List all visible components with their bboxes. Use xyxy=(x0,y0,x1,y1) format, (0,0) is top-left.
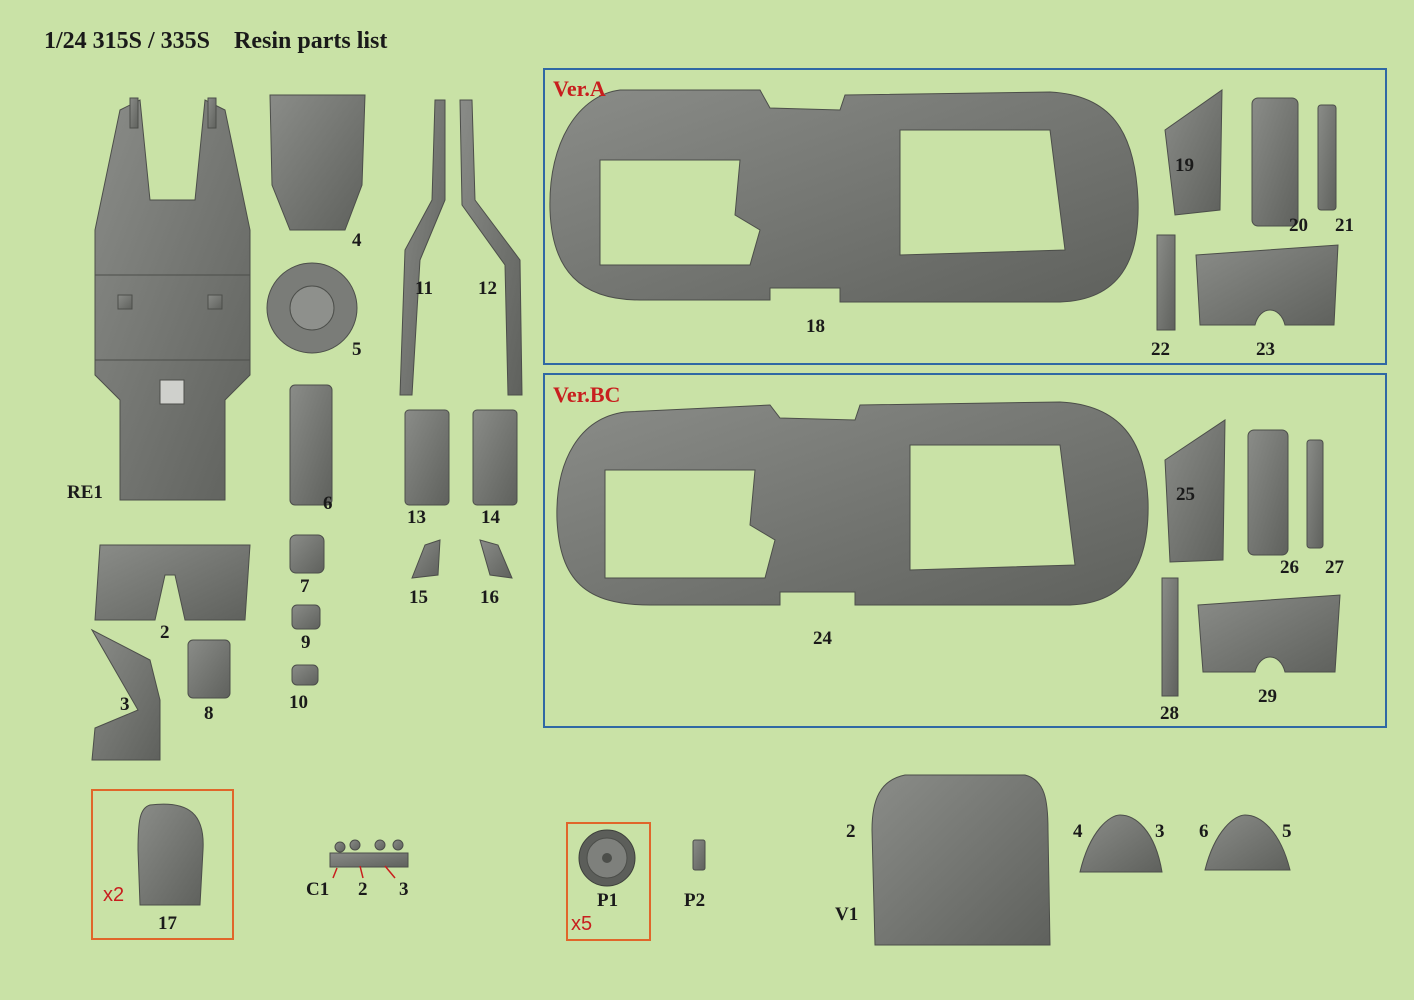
c1-pointer-lines xyxy=(332,865,396,879)
part-4 xyxy=(269,94,366,231)
part-26 xyxy=(1247,429,1289,556)
label-v1: V1 xyxy=(835,904,859,925)
label-22: 22 xyxy=(1151,339,1170,360)
label-17: 17 xyxy=(158,913,177,934)
label-26: 26 xyxy=(1280,557,1299,578)
label-v1-2: 2 xyxy=(846,821,856,842)
part-16 xyxy=(479,539,513,579)
label-28: 28 xyxy=(1160,703,1179,724)
label-10: 10 xyxy=(289,692,308,713)
part-13 xyxy=(404,409,450,506)
label-24: 24 xyxy=(813,628,832,649)
label-8: 8 xyxy=(204,703,214,724)
seat-quantity: x2 xyxy=(103,884,125,906)
wheel-quantity: x5 xyxy=(571,913,593,935)
part-7 xyxy=(289,534,325,574)
part-10 xyxy=(291,664,319,686)
label-7: 7 xyxy=(300,576,310,597)
part-v1-hood xyxy=(871,774,1051,946)
part-p2 xyxy=(692,839,706,871)
label-v1-4: 4 xyxy=(1073,821,1083,842)
label-15: 15 xyxy=(409,587,428,608)
label-13: 13 xyxy=(407,507,426,528)
part-23 xyxy=(1195,244,1339,326)
part-17-seat xyxy=(137,803,204,906)
label-re1: RE1 xyxy=(67,482,103,503)
part-8 xyxy=(187,639,231,699)
part-v1-cover-4-3 xyxy=(1079,814,1163,873)
part-14 xyxy=(472,409,518,506)
label-29: 29 xyxy=(1258,686,1277,707)
label-c1-2: 2 xyxy=(358,879,368,900)
label-11: 11 xyxy=(415,278,433,299)
label-20: 20 xyxy=(1289,215,1308,236)
label-27: 27 xyxy=(1325,557,1344,578)
part-28 xyxy=(1161,577,1179,697)
part-2-dash xyxy=(94,544,251,621)
label-c1-3: 3 xyxy=(399,879,409,900)
part-15 xyxy=(411,539,441,579)
wheel-frame xyxy=(566,822,651,941)
label-2: 2 xyxy=(160,622,170,643)
label-25: 25 xyxy=(1176,484,1195,505)
label-6: 6 xyxy=(323,493,333,514)
label-14: 14 xyxy=(481,507,500,528)
label-18: 18 xyxy=(806,316,825,337)
ver-a-heading: Ver.A xyxy=(553,76,606,101)
label-c1: C1 xyxy=(306,879,330,900)
part-9 xyxy=(291,604,321,630)
part-21 xyxy=(1317,104,1337,211)
part-20 xyxy=(1251,97,1299,227)
label-5: 5 xyxy=(352,339,362,360)
part-12 xyxy=(459,99,523,396)
ver-bc-heading: Ver.BC xyxy=(553,382,621,407)
ver-bc-frame xyxy=(543,373,1387,728)
part-6 xyxy=(289,384,333,506)
label-p1: P1 xyxy=(597,890,619,911)
part-22 xyxy=(1156,234,1176,331)
part-24-body-bc xyxy=(556,401,1149,606)
label-21: 21 xyxy=(1335,215,1354,236)
part-c1 xyxy=(329,839,409,868)
part-5-tire xyxy=(266,262,358,354)
part-27 xyxy=(1306,439,1324,549)
part-25 xyxy=(1164,419,1226,563)
part-re1-chassis xyxy=(94,97,251,501)
part-3 xyxy=(90,628,161,761)
label-v1-6: 6 xyxy=(1199,821,1209,842)
label-23: 23 xyxy=(1256,339,1275,360)
label-p2: P2 xyxy=(684,890,706,911)
label-3: 3 xyxy=(120,694,130,715)
part-p1-wheel xyxy=(578,829,636,887)
part-11 xyxy=(399,99,446,396)
part-18-body-a xyxy=(549,89,1139,303)
label-v1-3: 3 xyxy=(1155,821,1165,842)
ver-a-frame xyxy=(543,68,1387,365)
label-12: 12 xyxy=(478,278,497,299)
label-16: 16 xyxy=(480,587,499,608)
part-19 xyxy=(1164,89,1223,216)
seat-frame xyxy=(91,789,234,940)
label-19: 19 xyxy=(1175,155,1194,176)
part-29 xyxy=(1197,594,1341,673)
label-4: 4 xyxy=(352,230,362,251)
part-v1-cover-6-5 xyxy=(1204,814,1291,871)
label-v1-5: 5 xyxy=(1282,821,1292,842)
page-title: 1/24 315S / 335S Resin parts list xyxy=(44,28,388,54)
label-9: 9 xyxy=(301,632,311,653)
